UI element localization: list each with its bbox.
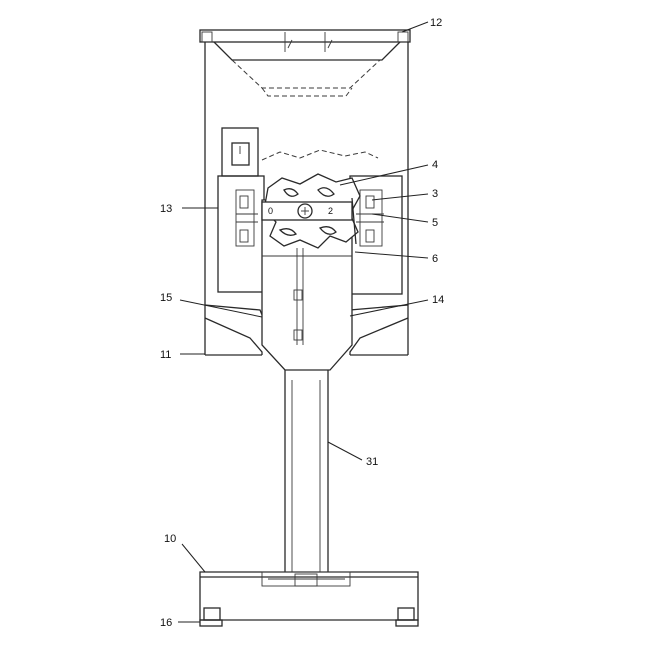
callout-3: 3 bbox=[371, 188, 438, 201]
hopper-tray bbox=[199, 29, 411, 97]
callout-5: 5 bbox=[371, 213, 438, 229]
callout-16: 16 bbox=[160, 617, 200, 629]
callout-12-label: 12 bbox=[430, 17, 442, 29]
dial-mark-left: 0 bbox=[268, 206, 273, 216]
callout-3-label: 3 bbox=[432, 188, 438, 200]
callout-4-label: 4 bbox=[432, 159, 438, 171]
callout-13: 13 bbox=[160, 203, 218, 215]
dial-mark-right: 2 bbox=[328, 206, 333, 216]
callout-10: 10 bbox=[164, 533, 206, 573]
cutaway-mechanism: 0 2 bbox=[261, 149, 379, 249]
left-foot bbox=[199, 607, 223, 627]
callout-14: 14 bbox=[349, 294, 444, 317]
callout-31: 31 bbox=[327, 441, 378, 468]
callout-15: 15 bbox=[160, 292, 263, 318]
switch-box bbox=[221, 127, 259, 177]
callout-16-label: 16 bbox=[160, 617, 172, 629]
callout-6: 6 bbox=[354, 251, 438, 265]
callout-4: 4 bbox=[339, 159, 438, 186]
callout-6-label: 6 bbox=[432, 253, 438, 265]
callout-14-label: 14 bbox=[432, 294, 444, 306]
right-foot bbox=[395, 607, 419, 627]
callout-11-label: 11 bbox=[160, 349, 171, 361]
callout-5-label: 5 bbox=[432, 217, 438, 229]
callout-13-label: 13 bbox=[160, 203, 172, 215]
callout-10-label: 10 bbox=[164, 533, 176, 545]
stand-post bbox=[284, 370, 329, 572]
callout-12: 12 bbox=[401, 17, 442, 33]
base bbox=[199, 571, 419, 627]
callout-31-label: 31 bbox=[366, 456, 378, 468]
callout-15-label: 15 bbox=[160, 292, 172, 304]
left-side-block bbox=[217, 175, 265, 293]
callout-11: 11 bbox=[160, 349, 205, 361]
